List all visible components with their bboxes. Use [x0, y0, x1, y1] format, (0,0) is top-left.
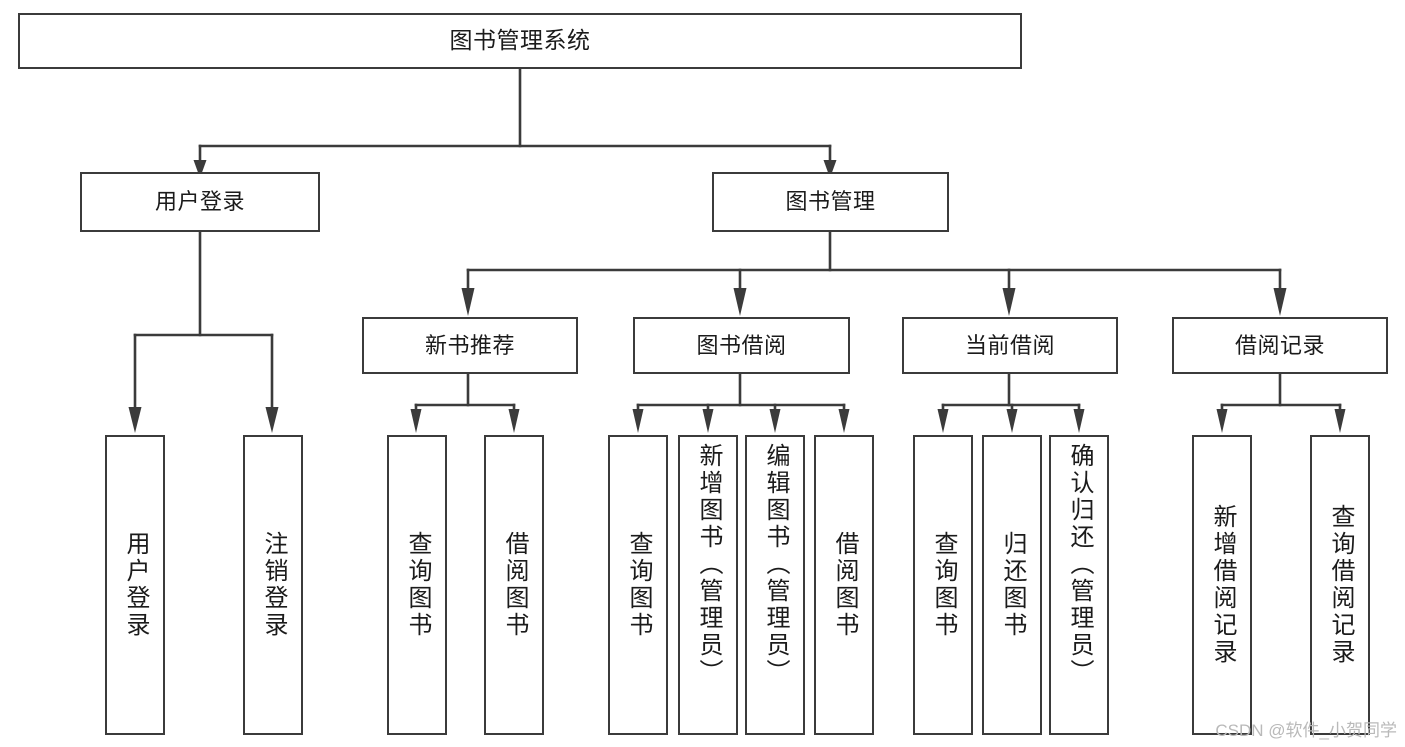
leaf-logout[interactable]: 注销登录 [243, 435, 303, 735]
leaf-return-book[interactable]: 归还图书 [982, 435, 1042, 735]
leaf-logout-label: 注销登录 [260, 531, 287, 639]
leaf-query-borrow-record-label: 查询借阅记录 [1327, 504, 1354, 666]
node-borrow-record[interactable]: 借阅记录 [1172, 317, 1388, 374]
leaf-query-book-cb[interactable]: 查询图书 [913, 435, 973, 735]
leaf-query-book-cb-label: 查询图书 [930, 531, 957, 639]
leaf-add-book-admin[interactable]: 新增图书（管理员） [678, 435, 738, 735]
leaf-confirm-return-admin[interactable]: 确认归还（管理员） [1049, 435, 1109, 735]
leaf-query-book-nbr-label: 查询图书 [404, 531, 431, 639]
leaf-borrow-book-bb-label: 借阅图书 [831, 531, 858, 639]
leaf-confirm-return-admin-label: 确认归还（管理员） [1066, 443, 1093, 686]
leaf-query-book-bb-label: 查询图书 [625, 531, 652, 639]
node-book-management-label: 图书管理 [785, 189, 876, 215]
leaf-user-login-label: 用户登录 [122, 531, 149, 639]
leaf-add-borrow-record[interactable]: 新增借阅记录 [1192, 435, 1252, 735]
leaf-user-login[interactable]: 用户登录 [105, 435, 165, 735]
leaf-add-borrow-record-label: 新增借阅记录 [1209, 504, 1236, 666]
node-new-book-recommendation[interactable]: 新书推荐 [362, 317, 578, 374]
leaf-borrow-book-nbr-label: 借阅图书 [501, 531, 528, 639]
leaf-query-book-bb[interactable]: 查询图书 [608, 435, 668, 735]
node-book-management[interactable]: 图书管理 [712, 172, 949, 232]
node-root-label: 图书管理系统 [449, 27, 591, 54]
node-book-borrow[interactable]: 图书借阅 [633, 317, 850, 374]
node-borrow-record-label: 借阅记录 [1234, 332, 1325, 358]
leaf-edit-book-admin[interactable]: 编辑图书（管理员） [745, 435, 805, 735]
leaf-edit-book-admin-label: 编辑图书（管理员） [762, 443, 789, 686]
csdn-watermark: CSDN @软件_小贺同学 [1215, 721, 1397, 740]
leaf-borrow-book-bb[interactable]: 借阅图书 [814, 435, 874, 735]
leaf-query-book-nbr[interactable]: 查询图书 [387, 435, 447, 735]
node-root[interactable]: 图书管理系统 [18, 13, 1022, 69]
node-current-borrow-label: 当前借阅 [964, 332, 1055, 358]
leaf-add-book-admin-label: 新增图书（管理员） [695, 443, 722, 686]
node-user-login-label: 用户登录 [154, 189, 245, 215]
node-user-login[interactable]: 用户登录 [80, 172, 320, 232]
leaf-query-borrow-record[interactable]: 查询借阅记录 [1310, 435, 1370, 735]
node-book-borrow-label: 图书借阅 [696, 332, 787, 358]
node-new-book-recommendation-label: 新书推荐 [424, 332, 515, 358]
node-current-borrow[interactable]: 当前借阅 [902, 317, 1118, 374]
leaf-return-book-label: 归还图书 [999, 531, 1026, 639]
leaf-borrow-book-nbr[interactable]: 借阅图书 [484, 435, 544, 735]
